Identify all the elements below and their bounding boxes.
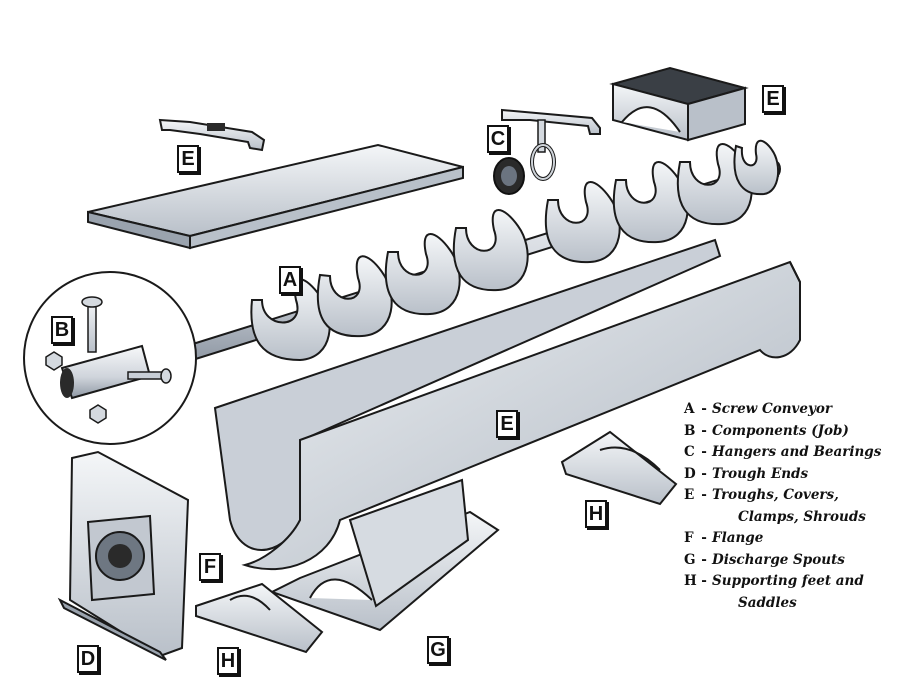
- legend-row: D-Trough Ends: [684, 464, 902, 486]
- cover-clamp: [158, 118, 266, 152]
- legend-text: Screw Conveyor: [712, 401, 832, 417]
- label-h-right: H: [585, 500, 607, 528]
- legend-row: H-Supporting feet and: [684, 571, 902, 593]
- legend-code: D: [684, 465, 696, 482]
- legend-row: B-Components (Job): [684, 421, 902, 443]
- legend-row: E-Troughs, Covers,: [684, 485, 902, 507]
- hanger-bracket: [501, 108, 601, 181]
- legend-dash: -: [701, 422, 707, 439]
- legend-text: Components (Job): [712, 422, 849, 439]
- legend-row: A-Screw Conveyor: [684, 399, 902, 421]
- screw-conveyor: [176, 139, 781, 364]
- legend-text-continued: Clamps, Shrouds: [738, 508, 866, 525]
- legend-dash: -: [701, 573, 707, 589]
- legend-text: Discharge Spouts: [712, 551, 845, 568]
- legend-text: Flange: [712, 530, 764, 546]
- legend-dash: -: [701, 401, 707, 417]
- supporting-foot-left: [195, 582, 324, 654]
- legend-dash: -: [701, 487, 707, 503]
- legend-dash: -: [701, 551, 707, 568]
- legend-dash: -: [701, 530, 707, 546]
- trough-end: [57, 450, 190, 661]
- legend-text: Hangers and Bearings: [712, 444, 882, 460]
- shroud: [609, 66, 749, 142]
- label-g: G: [427, 636, 449, 664]
- legend-dash: -: [701, 444, 707, 460]
- legend-text: Troughs, Covers,: [712, 487, 839, 503]
- legend-text-continued: Saddles: [738, 594, 797, 611]
- legend-code: B: [684, 422, 696, 439]
- label-f: F: [199, 553, 221, 581]
- label-e-cover: E: [177, 145, 199, 173]
- label-a: A: [279, 266, 301, 294]
- legend-dash: -: [701, 465, 707, 482]
- legend-code: E: [684, 487, 695, 503]
- supporting-foot-right: [560, 430, 678, 506]
- components-detail: [23, 271, 197, 445]
- label-c: C: [487, 125, 509, 153]
- label-d: D: [77, 645, 99, 673]
- discharge-spout: [269, 478, 500, 632]
- legend-code: C: [684, 444, 695, 460]
- label-e-shroud: E: [762, 85, 784, 113]
- legend-code: G: [684, 551, 696, 568]
- trough: [213, 238, 801, 571]
- trough-cover: [87, 143, 464, 250]
- legend-code: A: [684, 401, 695, 417]
- label-h-left: H: [217, 647, 239, 675]
- label-e-trough: E: [496, 410, 518, 438]
- legend-row: F-Flange: [684, 528, 902, 550]
- legend-text: Trough Ends: [712, 465, 809, 482]
- legend-row: C-Hangers and Bearings: [684, 442, 902, 464]
- hanger-bearing: [493, 157, 525, 195]
- legend-text: Supporting feet and: [712, 573, 864, 589]
- legend-row: G-Discharge Spouts: [684, 550, 902, 572]
- legend-code: H: [684, 573, 697, 589]
- label-b: B: [51, 316, 73, 344]
- legend-code: F: [684, 530, 694, 546]
